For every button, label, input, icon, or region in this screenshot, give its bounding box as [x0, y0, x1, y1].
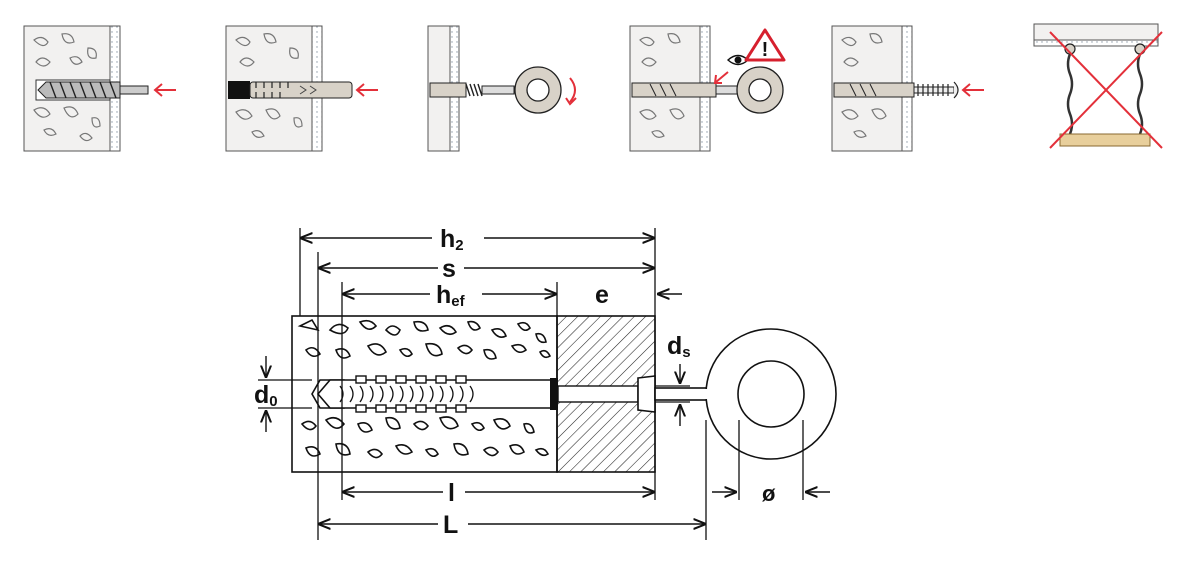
- step-screw-in-eye-bolt: [427, 25, 577, 152]
- step-insert-plug: [225, 25, 378, 152]
- label-d0: d0: [254, 381, 278, 410]
- check-arrow-icon: [713, 71, 729, 84]
- plug-body: [316, 375, 656, 413]
- step-no-swing-load: [1033, 23, 1163, 149]
- label-h2: h2: [440, 225, 464, 254]
- insert-arrow-icon: [355, 83, 378, 97]
- label-L: L: [443, 511, 458, 539]
- label-hef: hef: [436, 281, 466, 310]
- insert-arrow-icon: [961, 83, 984, 97]
- label-ds: ds: [667, 332, 691, 361]
- nail-plug-icon: [913, 81, 959, 99]
- main-dimension-drawing: h2 s hef e ds d0 l L ø: [254, 222, 837, 540]
- step-drill-hole: [23, 25, 176, 152]
- rotate-arrow-icon: [565, 77, 577, 106]
- insert-arrow-icon: [153, 83, 176, 97]
- step-hammer-set: [831, 25, 984, 152]
- step-check-seating: !: [629, 25, 786, 152]
- label-s: s: [442, 255, 456, 283]
- eye-icon: [726, 54, 750, 66]
- prohibited-cross-icon: [1049, 31, 1163, 149]
- label-e: e: [595, 281, 609, 309]
- warning-triangle-icon: !: [744, 28, 786, 62]
- warning-mark: !: [762, 39, 769, 61]
- label-diameter: ø: [762, 481, 776, 506]
- label-l: l: [448, 479, 455, 507]
